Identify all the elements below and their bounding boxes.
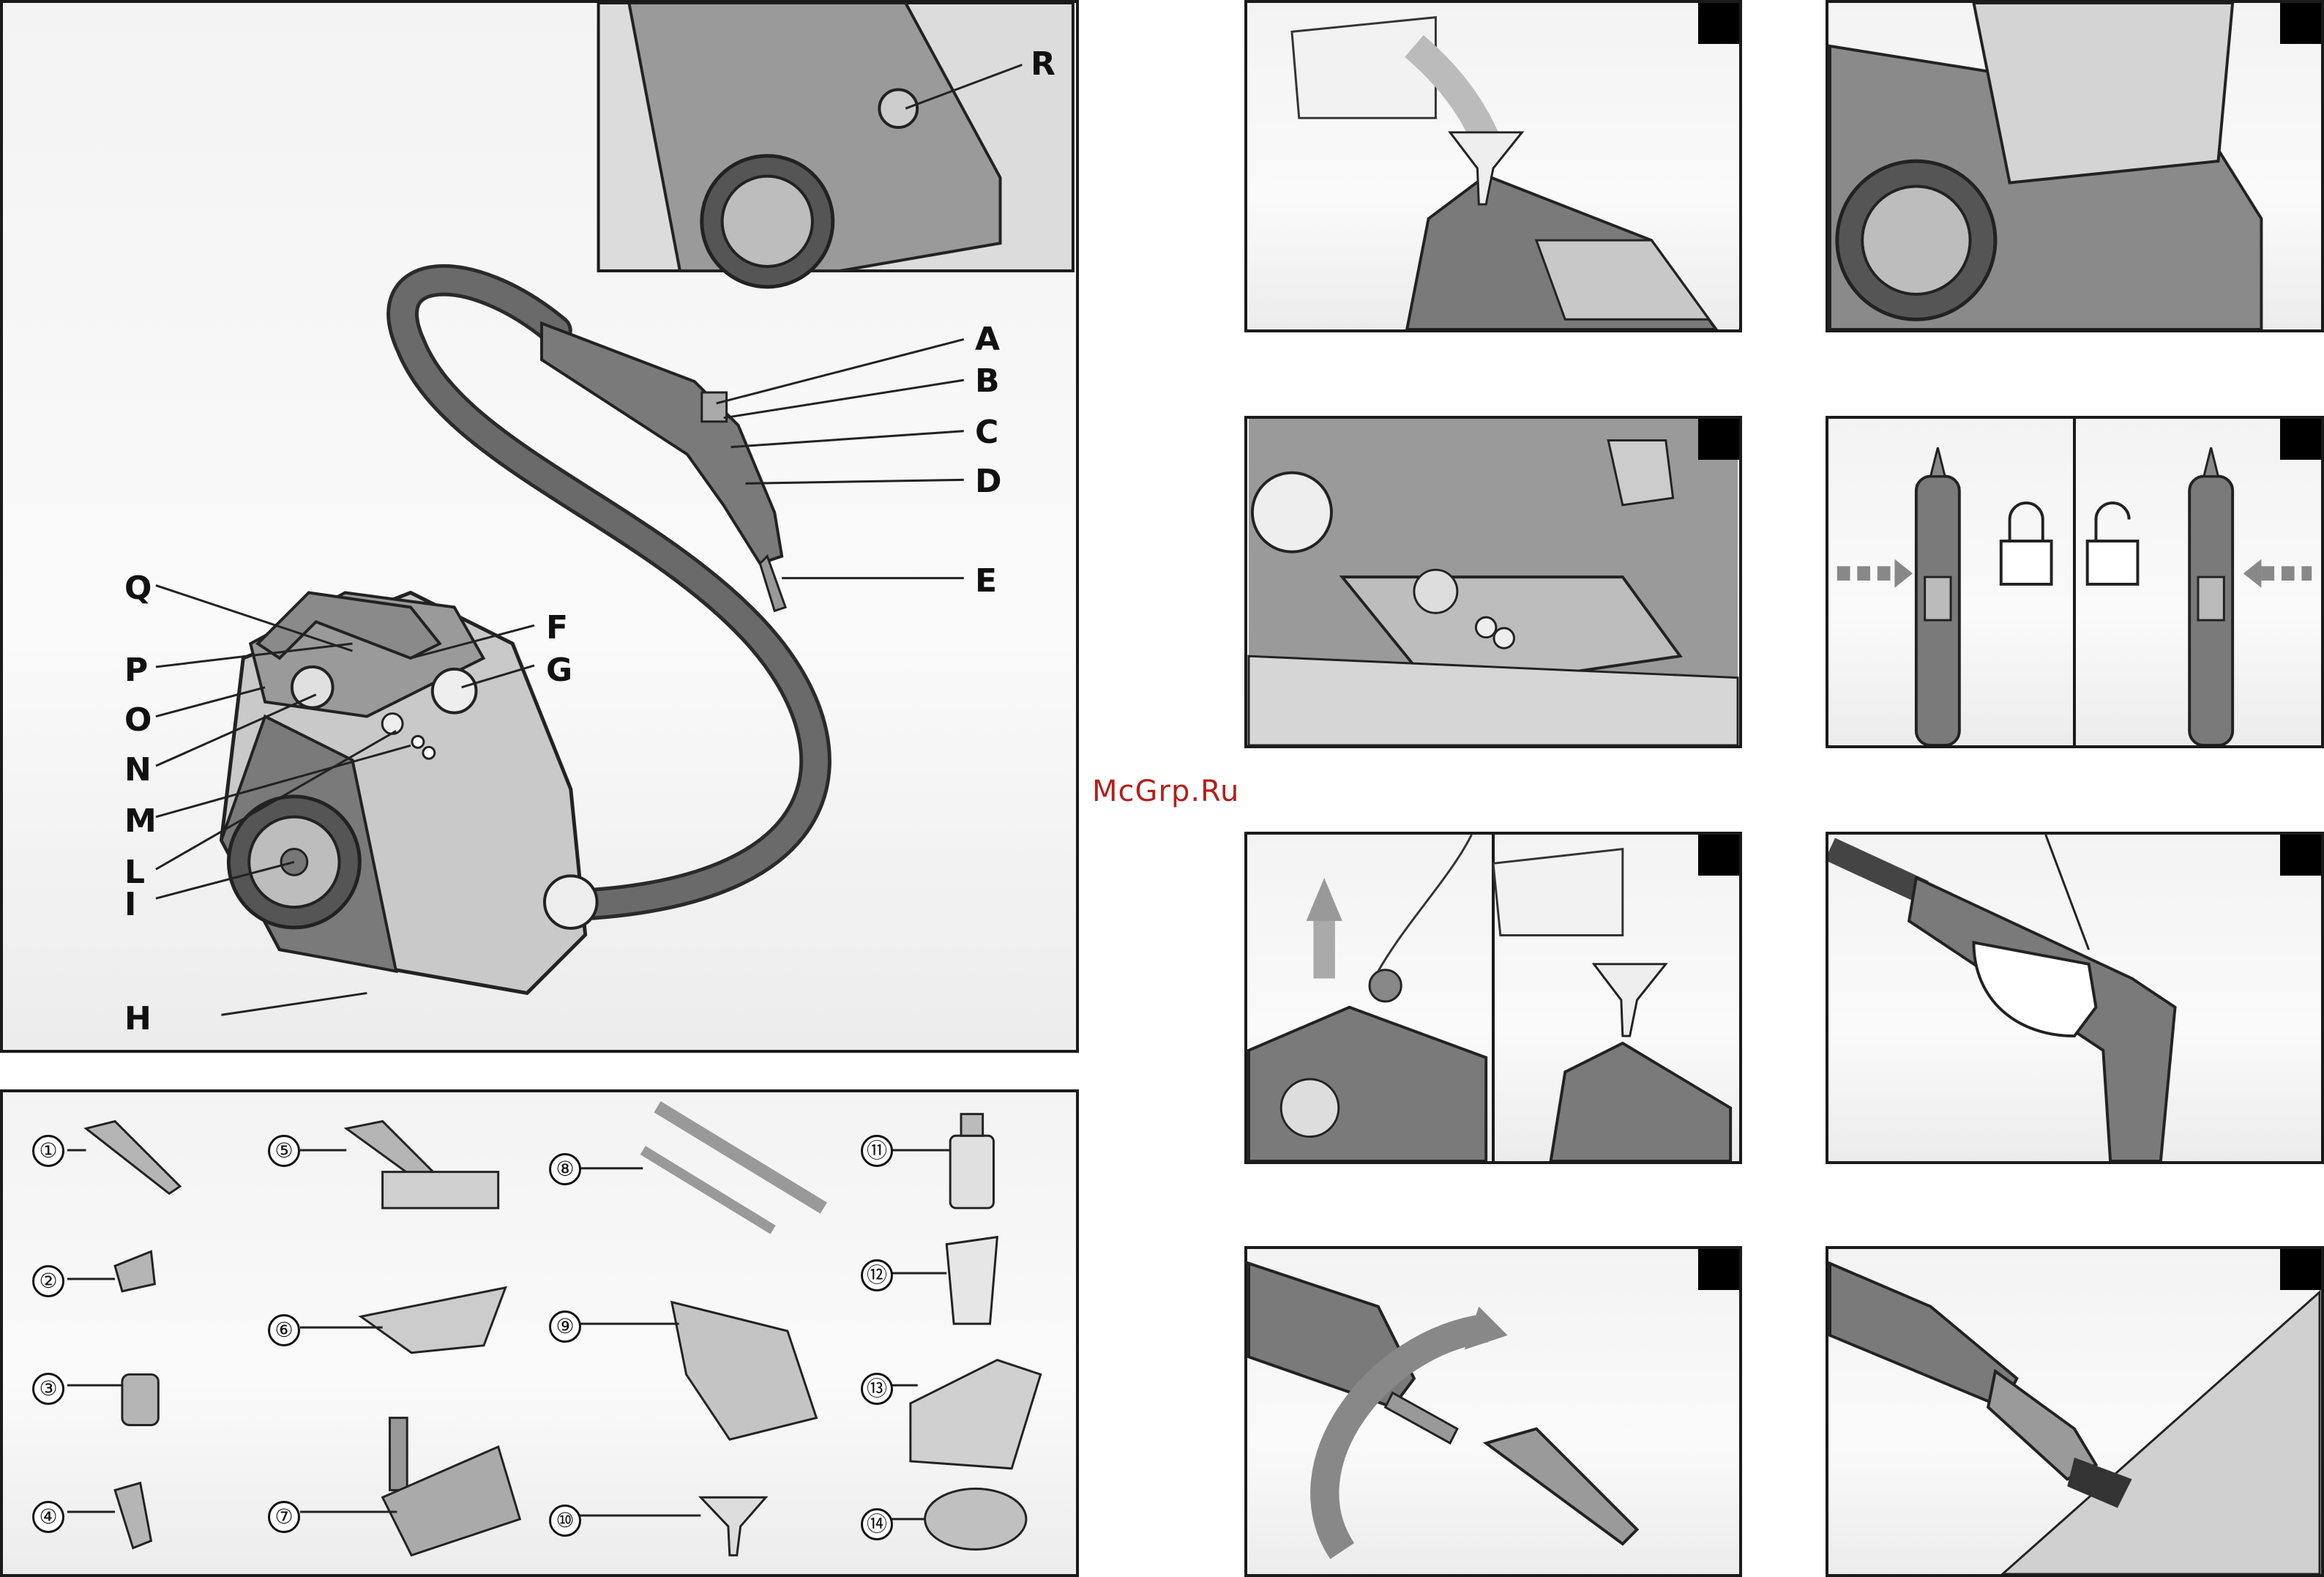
accessory-number: ⑭: [861, 1508, 893, 1540]
step-fill-water: [1244, 0, 1742, 332]
step-marker: [2280, 1249, 2321, 1290]
step-cleaning-surface: [1826, 1246, 2324, 1577]
step-marker: [1698, 1249, 1739, 1290]
accessory-number: ②: [32, 1265, 64, 1297]
main-illustration-panel: A B C D E F G H I L M N O P Q R: [0, 0, 1079, 1053]
step-remove-cap-refill: [1244, 832, 1742, 1164]
accessory-number: ⑧: [549, 1153, 581, 1185]
step-marker: [1698, 835, 1739, 876]
label-b: B: [975, 365, 1000, 398]
label-r: R: [1031, 48, 1055, 81]
accessory-number: ①: [32, 1135, 64, 1167]
step-press-trigger: [1826, 832, 2324, 1164]
accessories-panel: ① ② ③ ④ ⑤ ⑥ ⑦ ⑧ ⑨ ⑩ ⑪ ⑫ ⑬ ⑭: [0, 1089, 1079, 1577]
label-a: A: [975, 324, 1000, 356]
step-lock-unlock: [1826, 416, 2324, 748]
accessory-number: ③: [32, 1373, 64, 1405]
accessory-number: ⑩: [549, 1505, 581, 1537]
step-marker: [2280, 419, 2321, 460]
step-control-panel: [1244, 416, 1742, 748]
label-h: H: [124, 1003, 152, 1035]
step-marker: [2280, 3, 2321, 44]
accessory-number: ⑬: [861, 1373, 893, 1405]
accessory-number: ⑦: [268, 1501, 300, 1533]
accessories-drawing: [3, 1092, 1076, 1574]
label-e: E: [975, 565, 997, 597]
label-m: M: [124, 805, 157, 838]
accessory-number: ④: [32, 1501, 64, 1533]
step-attach-nozzle: [1244, 1246, 1742, 1577]
steam-cleaner-drawing: [3, 3, 1076, 1050]
label-q: Q: [124, 573, 152, 605]
label-g: G: [546, 655, 572, 687]
watermark: McGrp.Ru: [1092, 775, 1239, 808]
step-marker: [1698, 419, 1739, 460]
label-o: O: [124, 704, 152, 737]
label-c: C: [975, 417, 998, 449]
label-d: D: [975, 466, 1002, 498]
accessory-number: ⑫: [861, 1259, 893, 1291]
step-marker: [2280, 835, 2321, 876]
accessory-number: ⑨: [549, 1311, 581, 1343]
accessory-number: ⑤: [268, 1135, 300, 1167]
step-marker: [1698, 3, 1739, 44]
label-p: P: [124, 655, 148, 687]
label-n: N: [124, 754, 152, 786]
accessory-number: ⑪: [861, 1135, 893, 1167]
label-i: I: [124, 889, 136, 921]
label-f: F: [546, 612, 568, 644]
label-l: L: [124, 857, 145, 889]
step-insert-tank: [1826, 0, 2324, 332]
accessory-number: ⑥: [268, 1314, 300, 1346]
